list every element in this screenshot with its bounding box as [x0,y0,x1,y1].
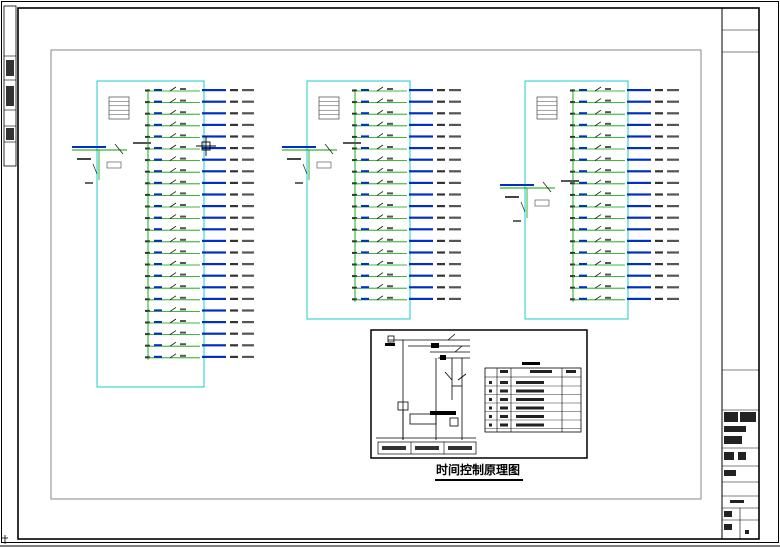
distribution-panel-3 [500,80,679,320]
breaker-row [570,179,679,185]
distribution-panel-2 [282,80,461,320]
breaker-row [570,225,679,231]
breaker-row [352,295,461,301]
meter-window [318,96,340,120]
incoming-feeder [500,181,555,222]
breaker-row [145,167,254,173]
breaker-row [352,109,461,115]
breaker-row [145,341,254,347]
table-row [485,389,581,395]
breaker-row [145,109,254,115]
crosshair-cursor-icon [196,136,216,156]
breaker-row [145,249,254,254]
incoming-feeder [72,143,127,184]
breaker-row [570,295,679,301]
table-header-cell [566,370,576,373]
breaker-row [570,98,679,104]
breaker-row [145,121,254,127]
table-row [485,406,581,412]
table-row [485,381,581,387]
left-binding-strip [3,5,17,167]
breaker-row [570,202,679,208]
breaker-row [145,86,254,92]
corner-mark [2,535,8,544]
breaker-row [145,156,254,162]
breaker-row [352,98,461,104]
breaker-row [145,318,254,324]
breaker-row [145,260,254,266]
breaker-row [352,86,461,92]
feeder-annotation [561,180,579,182]
breaker-row [352,272,461,278]
feeder-annotation [133,142,151,144]
drawing-frame [17,7,760,540]
breaker-row [352,225,461,231]
cabinet-outline [96,80,205,388]
breaker-row [145,144,254,150]
breaker-row [570,133,679,138]
breaker-row [145,225,254,231]
time-control-schematic [370,329,588,459]
breaker-row [145,133,254,138]
breaker-row [145,353,254,359]
breaker-row [352,156,461,162]
cabinet-outline [306,80,411,320]
breaker-row [570,121,679,127]
table-header-cell [500,370,508,373]
breaker-row [352,202,461,208]
distribution-panel-1 [72,80,254,388]
breaker-row [570,260,679,266]
table-row [485,398,581,404]
breaker-row [570,214,679,220]
breaker-row [352,191,461,196]
feeder-annotation [343,142,361,144]
equipment-table-rows [485,370,581,429]
breaker-row [145,179,254,185]
breaker-row [145,272,254,278]
breaker-row [352,237,461,243]
breaker-row [352,260,461,266]
breaker-row [570,109,679,115]
breaker-row [352,121,461,127]
breaker-row [570,86,679,92]
breaker-row [352,133,461,138]
breaker-row [570,156,679,162]
breaker-row [145,295,254,301]
breaker-row [352,283,461,289]
breaker-row [145,202,254,208]
breaker-row [352,144,461,150]
breaker-row [145,307,254,312]
breaker-row [570,272,679,278]
cabinet-outline [524,80,629,320]
breaker-row [352,167,461,173]
breaker-row [145,98,254,104]
distribution-panels [72,80,679,388]
table-row [485,415,581,421]
table-header-cell [530,370,552,373]
title-block [721,8,759,539]
breaker-row [570,249,679,254]
meter-window [108,96,130,120]
breaker-row [145,237,254,243]
caption-underline [435,479,523,481]
breaker-row [352,249,461,254]
breaker-row [145,214,254,220]
breaker-row [145,191,254,196]
breaker-row [570,283,679,289]
breaker-row [145,283,254,289]
incoming-feeder [282,143,337,184]
breaker-row [570,167,679,173]
breaker-row [570,144,679,150]
breaker-row [570,191,679,196]
breaker-row [352,179,461,185]
table-row [485,423,581,429]
breaker-row [145,330,254,336]
breaker-row [570,237,679,243]
meter-window [536,96,558,120]
breaker-row [352,214,461,220]
schematic-caption: 时间控制原理图 [435,463,520,477]
content-border [50,49,702,500]
